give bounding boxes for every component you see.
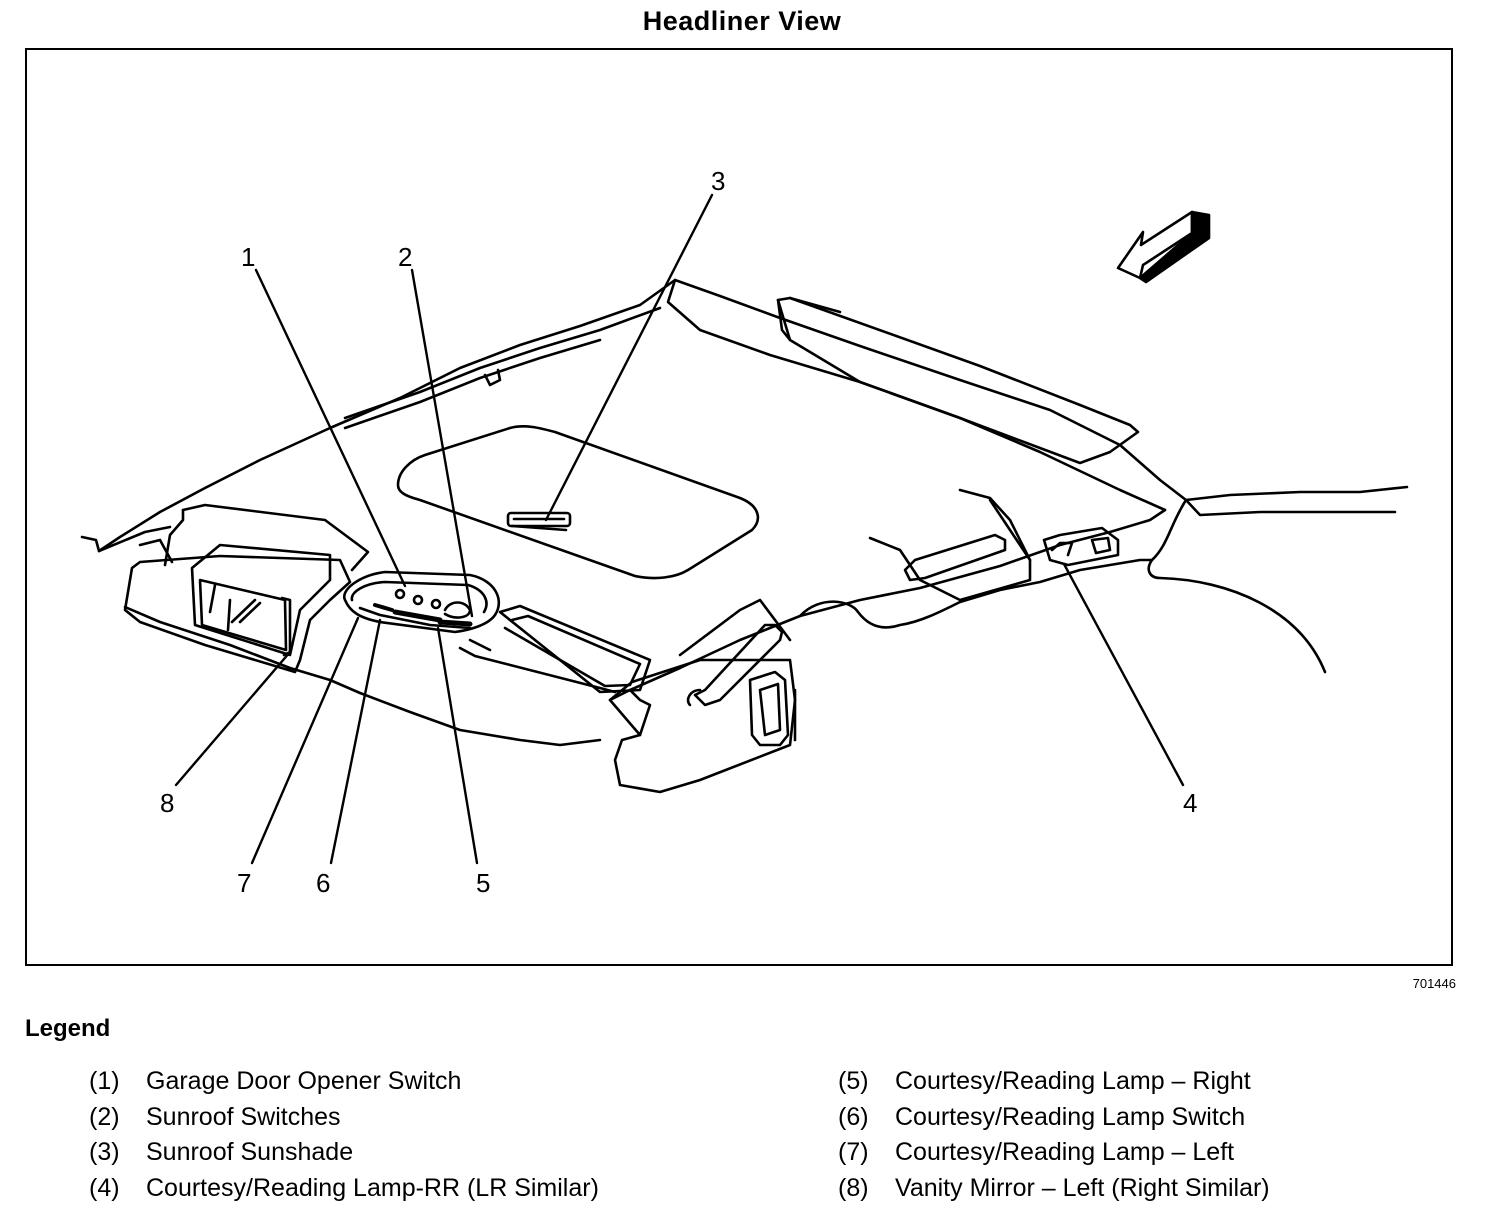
legend-item-number: (7): [838, 1138, 869, 1166]
callout-1: 1: [241, 242, 255, 272]
rear-assist-handle: [868, 488, 1032, 602]
rear-trim: [776, 296, 1140, 465]
leader-line-1: [254, 268, 407, 588]
callout-8: 8: [160, 788, 174, 818]
legend-item: (6) Courtesy/Reading Lamp Switch: [838, 1100, 1270, 1136]
front-direction-arrow-icon: [1116, 210, 1211, 284]
leader-line-2: [410, 268, 474, 618]
legend-item: (5) Courtesy/Reading Lamp – Right: [838, 1064, 1270, 1100]
sunshade-handle: [506, 511, 572, 532]
diagram-frame: [25, 48, 1453, 966]
leader-line-6: [329, 618, 382, 865]
legend-item-number: (6): [838, 1102, 869, 1131]
leader-line-7: [250, 616, 360, 865]
rear-reading-lamp: [1042, 526, 1120, 567]
callout-5: 5: [476, 868, 490, 898]
legend-item-label: Vanity Mirror – Left (Right Similar): [895, 1173, 1270, 1202]
legend-item-label: Courtesy/Reading Lamp Switch: [895, 1102, 1246, 1131]
legend-item: (7) Courtesy/Reading Lamp – Left: [838, 1135, 1270, 1171]
sunroof-panel: [396, 425, 760, 580]
legend-item-number: (5): [838, 1067, 869, 1095]
legend-item-label: Sunroof Switches: [146, 1102, 341, 1131]
callout-3: 3: [711, 166, 725, 196]
legend-item-number: (2): [89, 1102, 120, 1131]
legend-item: (4) Courtesy/Reading Lamp-RR (LR Similar): [89, 1171, 599, 1207]
legend-item-label: Garage Door Opener Switch: [146, 1067, 462, 1095]
diagram-title: Headliner View: [642, 6, 842, 36]
legend-item-number: (3): [89, 1138, 120, 1166]
callout-2: 2: [398, 242, 412, 272]
leader-lines: [174, 193, 1185, 865]
legend-item: (2) Sunroof Switches: [89, 1100, 599, 1136]
side-trim: [343, 306, 662, 430]
legend-item-label: Courtesy/Reading Lamp – Right: [895, 1067, 1251, 1095]
legend-column-right: (5) Courtesy/Reading Lamp – Right (6) Cour…: [838, 1064, 1270, 1206]
legend-item-number: (4): [89, 1173, 120, 1202]
right-sun-visor: [608, 658, 797, 794]
legend-heading: Legend: [25, 1015, 111, 1042]
leader-line-8: [174, 650, 292, 787]
legend-item: (1) Garage Door Opener Switch: [89, 1064, 599, 1100]
legend-item: (8) Vanity Mirror – Left (Right Similar): [838, 1171, 1270, 1207]
legend-item-label: Sunroof Sunshade: [146, 1138, 354, 1166]
legend-item-number: (8): [838, 1173, 869, 1202]
figure-number: 701446: [1412, 976, 1456, 991]
callout-7: 7: [237, 868, 251, 898]
legend-item-label: Courtesy/Reading Lamp – Left: [895, 1138, 1235, 1166]
callout-4: 4: [1183, 788, 1197, 818]
leader-line-5: [436, 626, 479, 865]
headliner-outline: [80, 278, 1409, 747]
legend-item-number: (1): [89, 1067, 120, 1095]
callout-labels: 1 2 3 4 5 6 7 8: [160, 166, 1197, 898]
legend-item: (3) Sunroof Sunshade: [89, 1135, 599, 1171]
overhead-console: [342, 570, 652, 694]
legend-column-left: (1) Garage Door Opener Switch (2) Sunroof …: [89, 1064, 599, 1206]
callout-6: 6: [316, 868, 330, 898]
left-sun-visor: [123, 503, 370, 674]
front-assist-handle: [678, 598, 792, 707]
leader-line-4: [1062, 562, 1185, 787]
legend-item-label: Courtesy/Reading Lamp-RR (LR Similar): [146, 1173, 599, 1202]
leader-line-3: [544, 193, 714, 522]
